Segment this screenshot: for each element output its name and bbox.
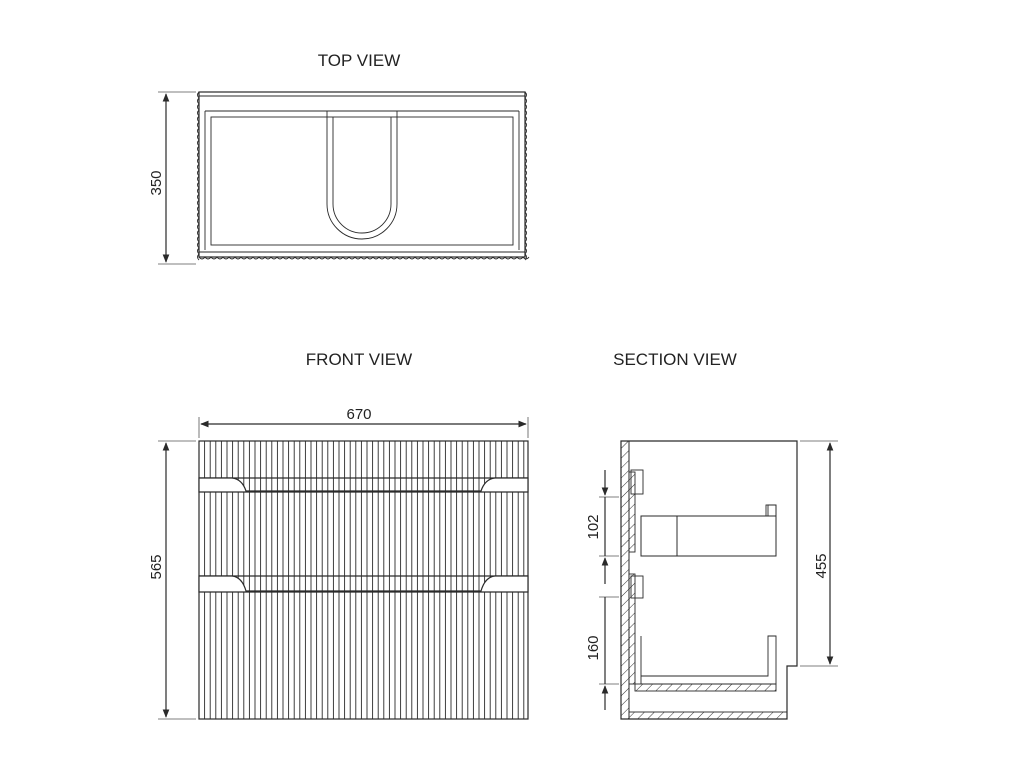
top-view-fluted-side-left xyxy=(197,91,200,261)
top-view: TOP VIEW 350 xyxy=(148,51,530,265)
front-view-height-dimension: 565 xyxy=(148,440,196,720)
upper-drawer-handle xyxy=(198,477,529,493)
section-lower-drawer-dimension: 160 xyxy=(585,596,619,710)
front-view: FRONT VIEW 670 565 xyxy=(148,350,529,720)
top-view-depth-dimension: 350 xyxy=(148,91,196,265)
front-view-title: FRONT VIEW xyxy=(306,350,412,369)
front-view-width-label: 670 xyxy=(346,406,371,423)
section-view: SECTION VIEW xyxy=(585,350,838,720)
top-view-depth-label: 350 xyxy=(148,170,165,195)
front-view-width-dimension: 670 xyxy=(198,406,529,438)
section-lower-drawer-label: 160 xyxy=(585,635,602,660)
section-view-body xyxy=(620,440,798,720)
section-upper-drawer-dimension: 102 xyxy=(585,470,619,584)
front-view-cabinet xyxy=(198,440,529,720)
top-view-body xyxy=(197,91,530,261)
front-view-flutes xyxy=(204,441,525,719)
section-upper-drawer-label: 102 xyxy=(585,514,602,539)
lower-drawer-handle xyxy=(198,575,529,593)
top-view-title: TOP VIEW xyxy=(318,51,401,70)
top-view-fluted-side-right xyxy=(524,91,527,261)
section-height-dimension: 455 xyxy=(800,440,838,667)
front-view-height-label: 565 xyxy=(148,554,165,579)
section-view-title: SECTION VIEW xyxy=(613,350,737,369)
section-height-label: 455 xyxy=(813,553,830,578)
top-view-fluted-edge xyxy=(198,256,530,260)
